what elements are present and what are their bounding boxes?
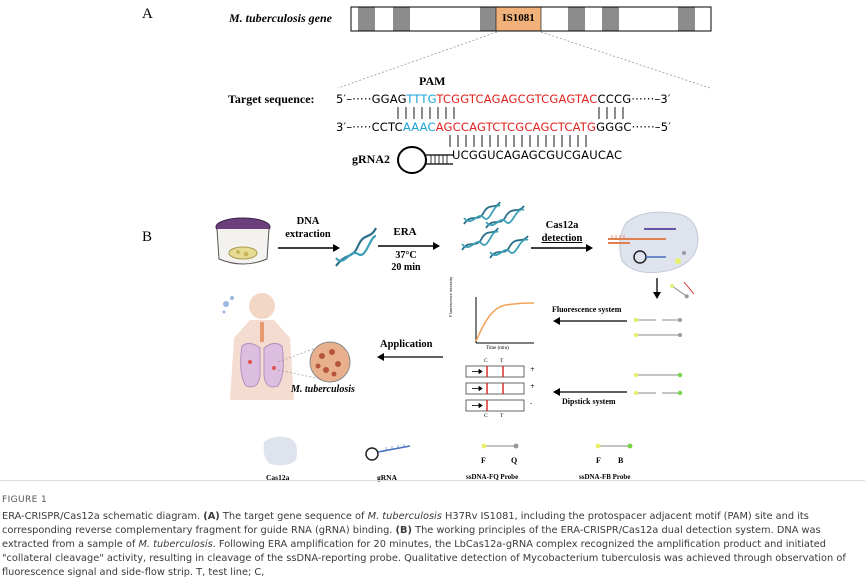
legend-grna-icon — [365, 444, 411, 461]
step-cas12a-detection: Cas12a detection — [533, 219, 591, 245]
strip-result-1: + — [530, 366, 536, 373]
legend-fb-b: B — [618, 456, 624, 465]
caption-text-5: . Following ERA amplification for 20 min… — [2, 539, 846, 578]
arrow-2 — [378, 242, 440, 250]
grna-sequence: UCGGUCAGAGCGUCGAUCAC — [452, 148, 623, 162]
fq-probes-icon — [633, 317, 682, 338]
pam-label: PAM — [419, 74, 446, 88]
panel-a-label: A — [142, 6, 153, 22]
step3-line2: detection — [541, 233, 583, 244]
legend-cas12a-icon — [263, 436, 298, 466]
legend-fb-probe-icon — [595, 443, 633, 449]
dna-helix-icon — [335, 227, 377, 267]
top-seg2: CCCG — [597, 92, 632, 106]
figure-caption: FIGURE 1 ERA-CRISPR/Cas12a schematic dia… — [0, 493, 865, 580]
top-pam: TTTG — [406, 92, 437, 106]
top-strand: 5′–·····GGAGTTTGTCGGTCAGAGCGTCGAGTACCCCG… — [336, 92, 671, 106]
caption-a-tag: (A) — [203, 511, 220, 522]
legend-fq-f: F — [481, 456, 486, 465]
top-suffix: ······–3′ — [631, 92, 671, 106]
plot-ylabel: Fluorescence intensity — [448, 276, 453, 317]
era-temp: 37°C — [395, 250, 417, 261]
strip-top-c: C — [484, 358, 488, 364]
caption-organism-2: M. tuberculosis — [138, 539, 213, 550]
bottom-strand: 3′–·····CCTCAAACAGCCAGTCTCGCAGCTCATGGGGC… — [336, 120, 671, 134]
bottom-seg2: GGGC — [596, 120, 632, 134]
step-era-conditions: 37°C 20 min — [383, 250, 429, 274]
arrow-dipstick — [553, 388, 627, 396]
caption-title: FIGURE 1 — [2, 495, 48, 505]
grna-label: gRNA2 — [352, 152, 390, 166]
top-target: TCGGTCAGAGCGTCGAGTAC — [436, 92, 598, 106]
cleavage-arrow — [653, 278, 695, 299]
base-pair-ticks — [397, 107, 624, 147]
era-time: 20 min — [391, 262, 421, 273]
fluorescence-plot — [475, 297, 535, 344]
gene-block — [602, 7, 619, 31]
step1-line2: extraction — [285, 229, 331, 240]
lateral-flow-strips — [465, 365, 525, 412]
gene-block — [358, 7, 375, 31]
legend-fb-f: F — [596, 456, 601, 465]
step1-line1: DNA — [296, 216, 320, 227]
legend-fq-probe-icon — [481, 443, 519, 449]
panel-b-label: B — [142, 229, 153, 245]
bottom-target: AGCCAGTCTCGCAGCTCATG — [435, 120, 597, 134]
step-dna-extraction: DNA extraction — [278, 215, 338, 241]
fluorescence-label: Fluorescence system — [552, 305, 622, 314]
strip-top-t: T — [500, 358, 504, 364]
grna-hairpin-icon — [397, 146, 453, 174]
step-era: ERA — [393, 226, 417, 238]
dipstick-label: Dipstick system — [562, 397, 616, 406]
caption-text-4: The working principles of the ERA-CRISPR… — [2, 525, 821, 550]
application-label: Application — [380, 339, 433, 350]
strip-bottom-c: C — [484, 413, 488, 419]
arrow-fluorescence — [553, 317, 627, 325]
caption-text-1: ERA-CRISPR/Cas12a schematic diagram. — [2, 511, 204, 522]
caption-text-3: H37Rv IS1081, including the protospacer … — [2, 511, 809, 536]
caption-organism-1: M. tuberculosis — [367, 511, 442, 522]
cas12a-complex-icon — [608, 211, 699, 274]
human-lungs-icon — [222, 293, 351, 400]
legend-cas12a-label: Cas12a — [266, 473, 290, 482]
strip-bottom-t: T — [500, 413, 504, 419]
caption-body: ERA-CRISPR/Cas12a schematic diagram. (A)… — [2, 510, 865, 580]
bottom-prefix: 3′–····· — [336, 120, 372, 134]
bottom-suffix: ······–5′ — [631, 120, 672, 134]
arrow-application — [377, 353, 443, 361]
arrow-3 — [531, 244, 593, 252]
legend-fq-q: Q — [511, 456, 518, 465]
plot-xlabel: Time (min) — [486, 346, 509, 351]
arrow-1 — [278, 244, 340, 252]
legend-fq-label: ssDNA-FQ Probe — [466, 473, 519, 481]
gene-block — [678, 7, 695, 31]
gene-block — [393, 7, 410, 31]
gene-block — [480, 7, 496, 31]
step3-line1: Cas12a — [545, 220, 579, 231]
caption-b-tag: (B) — [395, 525, 412, 536]
caption-text-2: The target gene sequence of — [219, 511, 368, 522]
gene-box-label: IS1081 — [502, 12, 535, 24]
gene-map — [350, 6, 712, 32]
organism-label: M. tuberculosis — [291, 384, 355, 395]
legend-grna-label: gRNA — [377, 473, 397, 482]
bottom-seg1: CCTC — [371, 120, 403, 134]
bottom-pam: AAAC — [402, 120, 436, 134]
gene-label: M. tuberculosis gene — [229, 11, 333, 25]
top-seg1: GGAG — [371, 92, 407, 106]
fb-probes-icon — [633, 372, 683, 396]
zoom-lines — [337, 31, 711, 89]
strip-result-2: + — [530, 383, 536, 390]
gene-block — [568, 7, 585, 31]
target-label: Target sequence: — [228, 92, 315, 106]
sample-dish-icon — [215, 217, 271, 265]
amplified-dna-icon — [461, 201, 529, 259]
caption-divider — [0, 480, 865, 481]
strip-result-3: - — [530, 400, 533, 407]
legend-fb-label: ssDNA-FB Probe — [579, 473, 631, 481]
top-prefix: 5′–····· — [336, 92, 372, 106]
